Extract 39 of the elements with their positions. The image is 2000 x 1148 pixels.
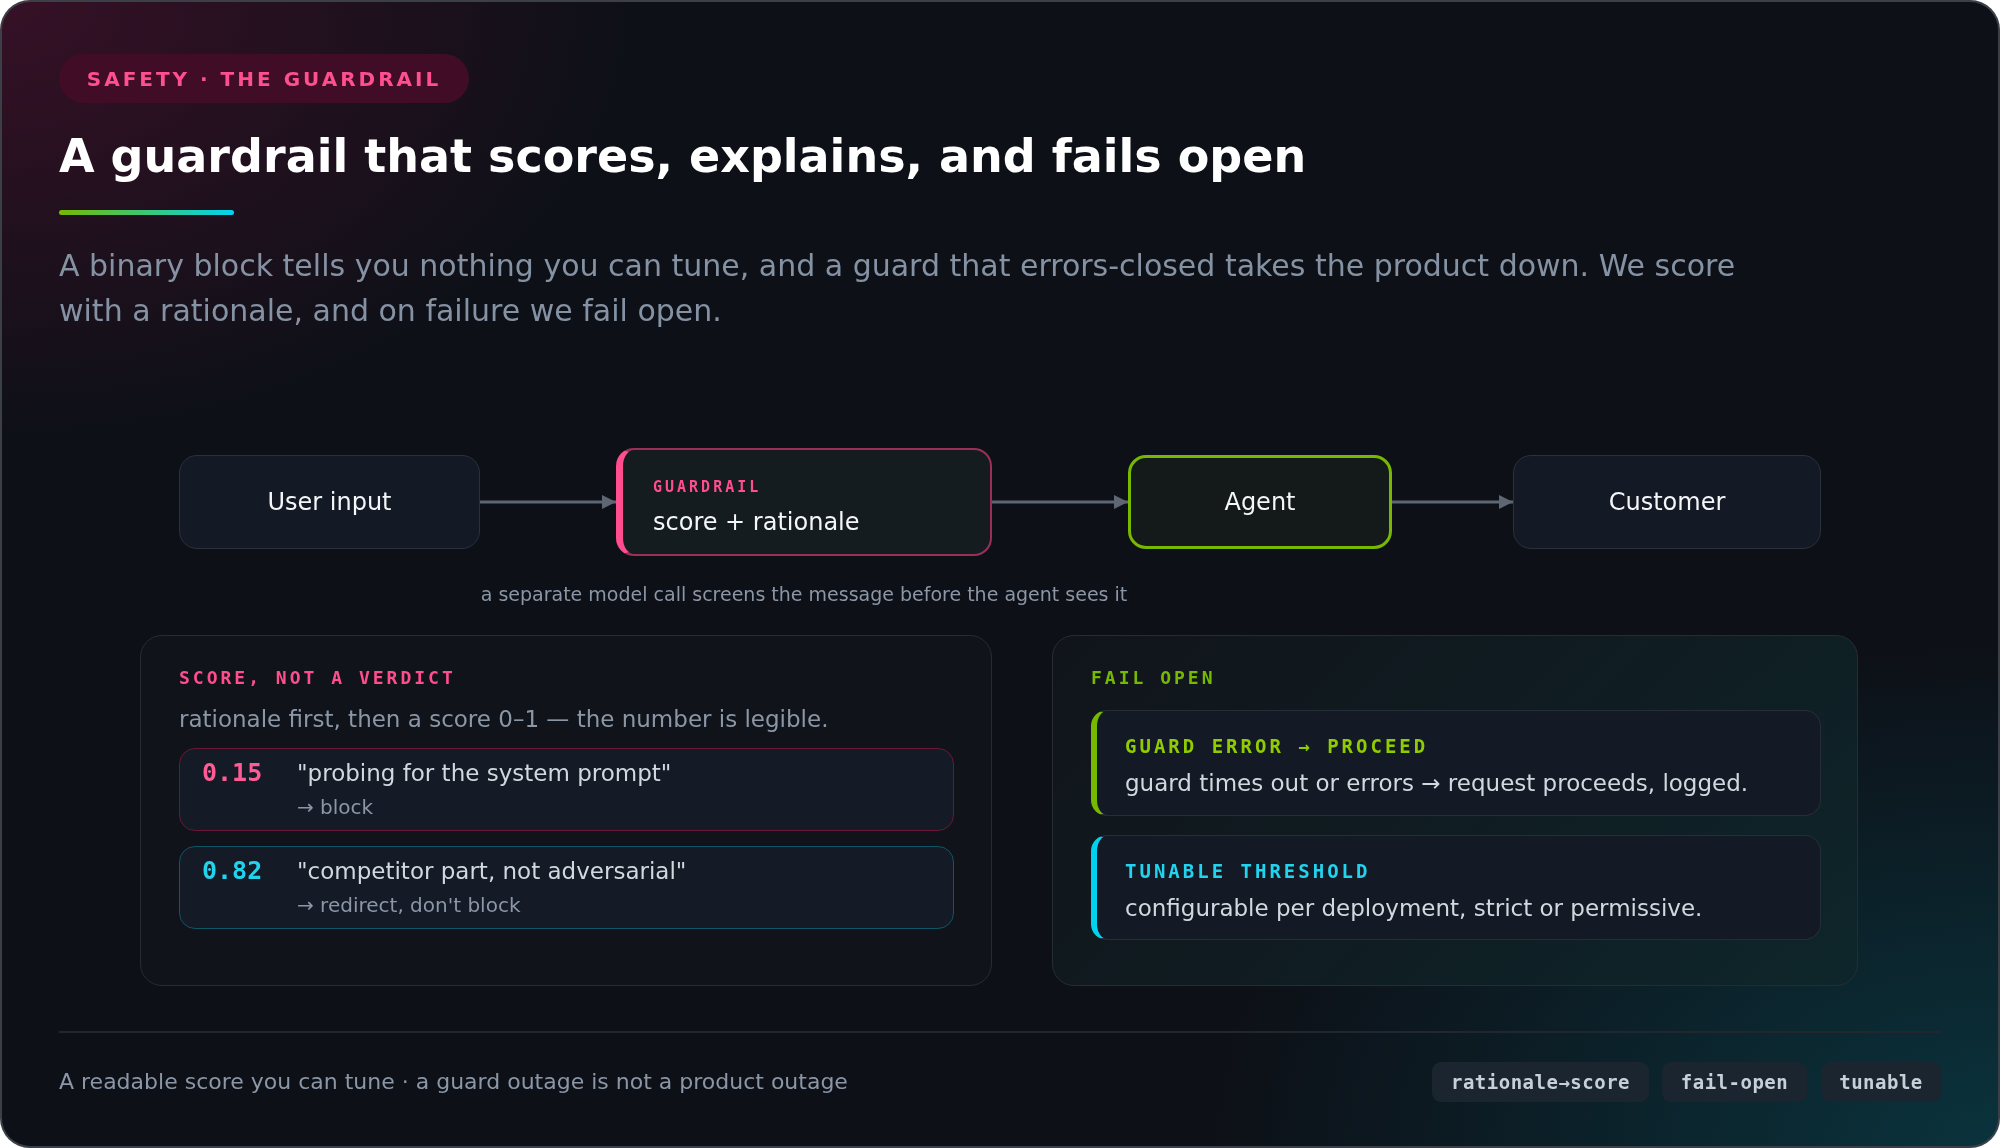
rationale-quote: "competitor part, not adversarial" [297, 857, 687, 886]
node-tag: GUARDRAIL [653, 477, 762, 497]
card-heading: GUARD ERROR → PROCEED [1125, 734, 1429, 759]
panel-heading: FAIL OPEN [1091, 666, 1216, 690]
score-row [179, 748, 954, 831]
score-value: 0.82 [202, 855, 263, 887]
rationale-quote: "probing for the system prompt" [297, 759, 672, 788]
keyword-tag: fail-open [1662, 1062, 1807, 1102]
node-label: User input [267, 487, 392, 517]
node-caption: a separate model call screens the message before the agent sees it [480, 582, 1128, 606]
info-panel [140, 635, 992, 986]
arrow [1392, 495, 1513, 509]
process-box [616, 448, 992, 556]
panel-heading: SCORE, NOT A VERDICT [179, 666, 456, 690]
keyword-tag: rationale→score [1432, 1062, 1649, 1102]
card-description: guard times out or errors → request proceeds, logged. [1125, 769, 1749, 798]
process-box [179, 455, 480, 549]
arrow [480, 495, 616, 509]
topic-tag: SAFETY · THE GUARDRAIL [59, 54, 469, 103]
arrow [992, 495, 1128, 509]
action-note: → block [297, 794, 374, 821]
note-card [1091, 835, 1821, 940]
info-panel [1052, 635, 1858, 986]
panel-description: rationale first, then a score 0–1 — the number is legible. [179, 705, 829, 734]
node-label: Agent [1224, 487, 1296, 517]
node-label: Customer [1608, 487, 1726, 517]
card-heading: TUNABLE THRESHOLD [1125, 859, 1371, 884]
intro-paragraph: A binary block tells you nothing you can tune, and a guard that errors-closed takes the product down. We score with a rationale, and on failure we fail open. [59, 247, 1737, 330]
note-card [1091, 710, 1821, 816]
page-title: A guardrail that scores, explains, and fails open [59, 128, 1307, 184]
card-description: configurable per deployment, strict or permissive. [1125, 894, 1703, 923]
score-row [179, 846, 954, 929]
process-box [1513, 455, 1821, 549]
action-note: → redirect, don't block [297, 892, 521, 919]
footer-note: A readable score you can tune · a guard outage is not a product outage [59, 1068, 848, 1096]
process-box [1128, 455, 1392, 549]
keyword-tag: tunable [1821, 1062, 1941, 1102]
node-label: score + rationale [653, 507, 860, 537]
score-value: 0.15 [202, 757, 263, 789]
